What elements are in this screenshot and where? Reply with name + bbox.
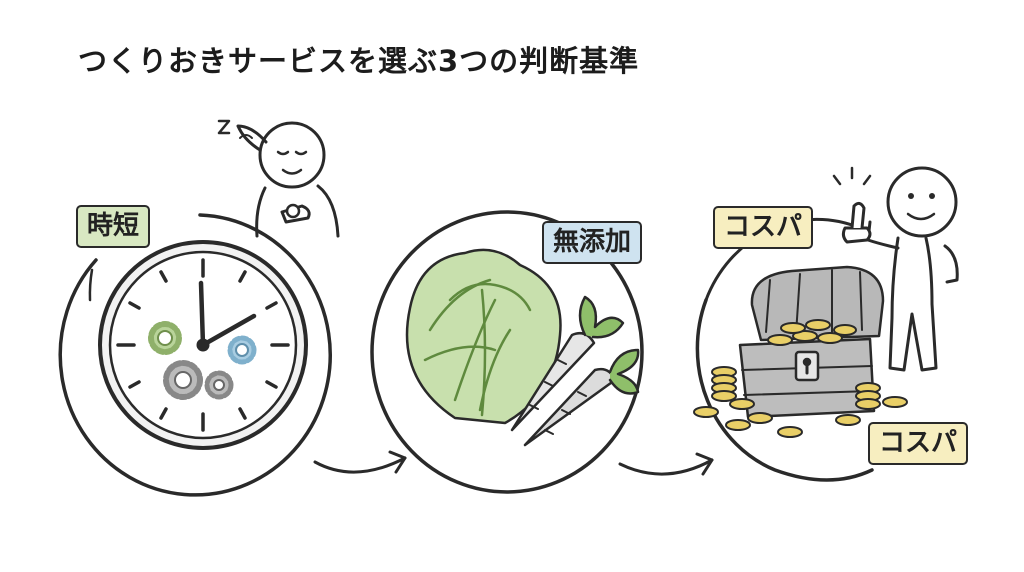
carrot-icon [510, 295, 640, 447]
criterion-label-time-saving: 時短 [76, 205, 151, 249]
thumbs-up-icon [832, 166, 959, 372]
criterion-label-cost-performance: コスパ [713, 206, 814, 250]
treasure-chest-icon [738, 265, 885, 419]
gear-icon [148, 321, 257, 400]
sleeping-person-icon [217, 119, 340, 238]
page-title: つくりおきサービスを選ぶ3つの判断基準 [78, 44, 640, 78]
additive-free-circle [370, 210, 644, 494]
criterion-label-additive-free: 無添加 [542, 221, 643, 265]
arrow-icon [313, 450, 714, 476]
coin-icon [693, 366, 908, 438]
clock-icon [98, 240, 308, 450]
criterion-label-cost-performance-secondary: コスパ [868, 422, 969, 466]
time-circle [58, 213, 332, 497]
